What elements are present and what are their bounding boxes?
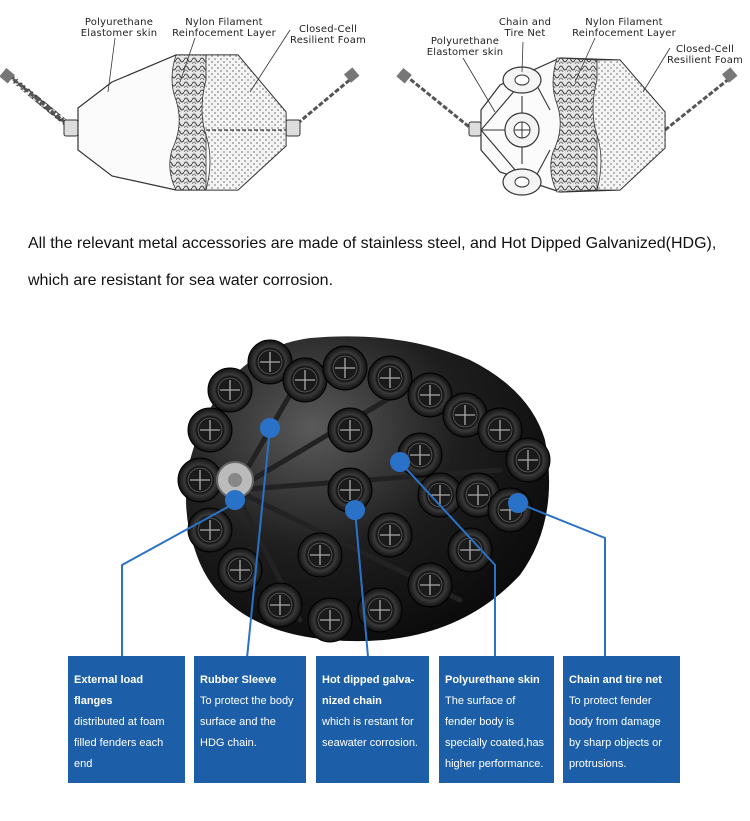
panel-hot-dipped-chain: Hot dipped galva- nized chain which is r…	[316, 656, 429, 783]
fender-cutaway-diagram-left	[0, 29, 360, 191]
panel-body: The surface of fender body is specially …	[445, 695, 545, 770]
panel-rubber-sleeve: Rubber Sleeve To protect the body surfac…	[194, 656, 306, 783]
marker-load-flange	[225, 490, 245, 510]
panel-polyurethane-skin: Polyurethane skin The surface of fender …	[439, 656, 554, 783]
panel-title: Chain and tire net	[569, 674, 662, 686]
marker-hdg-chain	[345, 500, 365, 520]
panel-body: To protect the body surface and the HDG …	[200, 695, 294, 749]
label-chain-tire-net: Chain and Tire Net	[498, 17, 552, 39]
marker-chain-tire-net	[508, 493, 528, 513]
fender-cutaway-diagram-right	[396, 37, 738, 196]
label-polyurethane-skin: Polyurethane Elastomer skin	[80, 17, 158, 39]
panel-title: Hot dipped galva- nized chain	[322, 674, 415, 707]
description-line-2: which are resistant for sea water corros…	[28, 272, 334, 289]
label-nylon-layer: Nylon Filament Reinfocement Layer	[172, 17, 276, 39]
panel-body: To protect fender body from damage by sh…	[569, 695, 662, 770]
panel-title: Rubber Sleeve	[200, 674, 277, 686]
panel-external-load-flanges: External load flanges distributed at foa…	[68, 656, 185, 783]
marker-rubber-sleeve	[260, 418, 280, 438]
label-polyurethane-skin-right: Polyurethane Elastomer skin	[426, 36, 504, 58]
panel-body: which is restant for seawater corrosion.	[322, 716, 418, 749]
panel-title: External load flanges	[74, 674, 144, 707]
panel-body: distributed at foam filled fenders each …	[74, 716, 165, 770]
label-closed-cell-foam: Closed-Cell Resilient Foam	[290, 24, 366, 46]
label-closed-cell-foam-right: Closed-Cell Resilient Foam	[667, 44, 743, 66]
panel-title: Polyurethane skin	[445, 674, 540, 686]
label-nylon-layer-right: Nylon Filament Reinfocement Layer	[572, 17, 676, 39]
panel-chain-tire-net: Chain and tire net To protect fender bod…	[563, 656, 680, 783]
fender-photo	[177, 336, 551, 643]
description-line-1: All the relevant metal accessories are m…	[28, 235, 717, 252]
marker-polyurethane-skin	[390, 452, 410, 472]
